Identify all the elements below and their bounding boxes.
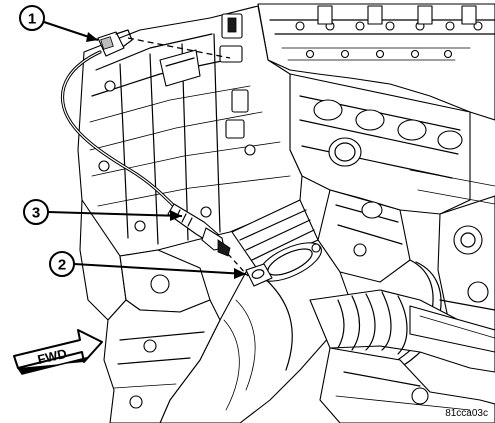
transaxle-artwork [77,5,303,321]
svg-text:2: 2 [58,257,66,274]
callout-2: 2 [49,251,75,277]
sensor-bung [245,263,273,287]
driveshaft-cv-boot [309,289,495,423]
callout-1: 1 [19,5,45,31]
exhaust-manifold [289,73,471,215]
fwd-label: FWD [36,346,68,367]
leader-3 [47,211,183,217]
fwd-arrow: FWD [13,329,103,375]
subframe-artwork [103,299,221,423]
sensor-harness [61,50,178,210]
figure-code: 81cca03c [445,408,488,419]
exhaust-pipe [159,199,351,423]
sensor-connector [97,29,133,57]
callout-arrowheads [86,32,246,279]
connector-dashed-line [127,37,231,59]
callout-3: 3 [23,199,49,225]
svg-text:1: 1 [28,11,36,28]
svg-text:3: 3 [32,205,40,222]
sensor-dashed-line [227,253,249,277]
leader-2 [73,263,247,275]
oxygen-sensor [167,203,231,257]
engine-block-artwork [257,3,495,377]
